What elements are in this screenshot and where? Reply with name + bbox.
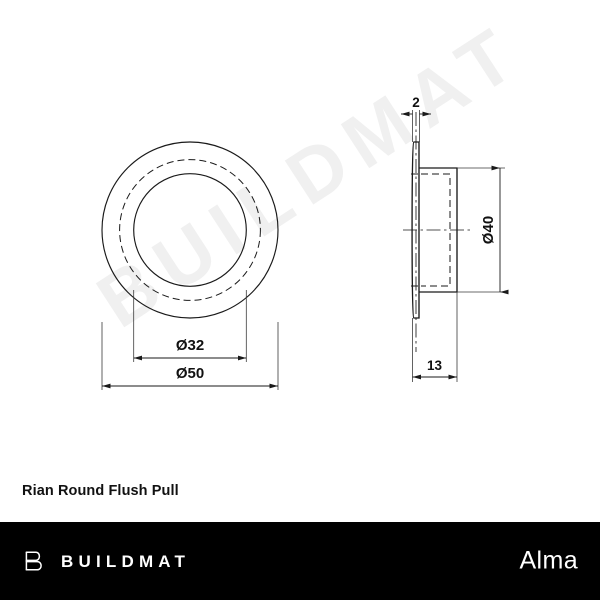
- watermark-buildmat: BUILDMAT: [83, 8, 538, 345]
- caption-band: Rian Round Flush Pull: [0, 470, 600, 522]
- inner-aperture-circle: [133, 173, 247, 287]
- side-view: 2 13 Ø40: [401, 95, 509, 382]
- buildmat-b-logomark-icon: [25, 551, 42, 571]
- product-title: Rian Round Flush Pull: [22, 483, 179, 499]
- footer-bar: BUILDMAT Alma: [0, 522, 600, 600]
- dim-label-d32: Ø32: [176, 337, 204, 354]
- dim-label-d40: Ø40: [480, 216, 497, 244]
- brand-wordmark: BUILDMAT: [61, 551, 191, 571]
- drawing-svg: BUILDMAT Ø32: [83, 8, 538, 390]
- dim-label-t2: 2: [412, 95, 420, 110]
- drawing-canvas: BUILDMAT Ø32: [82, 7, 538, 390]
- brand-block[interactable]: BUILDMAT: [22, 549, 190, 573]
- dim-label-d50: Ø50: [176, 365, 204, 382]
- hidden-bore-circle: [119, 159, 261, 301]
- outer-flange-circle: [101, 141, 279, 319]
- watermark-label: BUILDMAT: [83, 8, 538, 345]
- dim-label-d13: 13: [427, 358, 443, 373]
- face-plate-profile: [411, 141, 420, 319]
- hidden-bore-profile: [421, 173, 451, 287]
- partner-wordmark: Alma: [519, 546, 578, 575]
- front-view: Ø32 Ø50: [101, 141, 279, 390]
